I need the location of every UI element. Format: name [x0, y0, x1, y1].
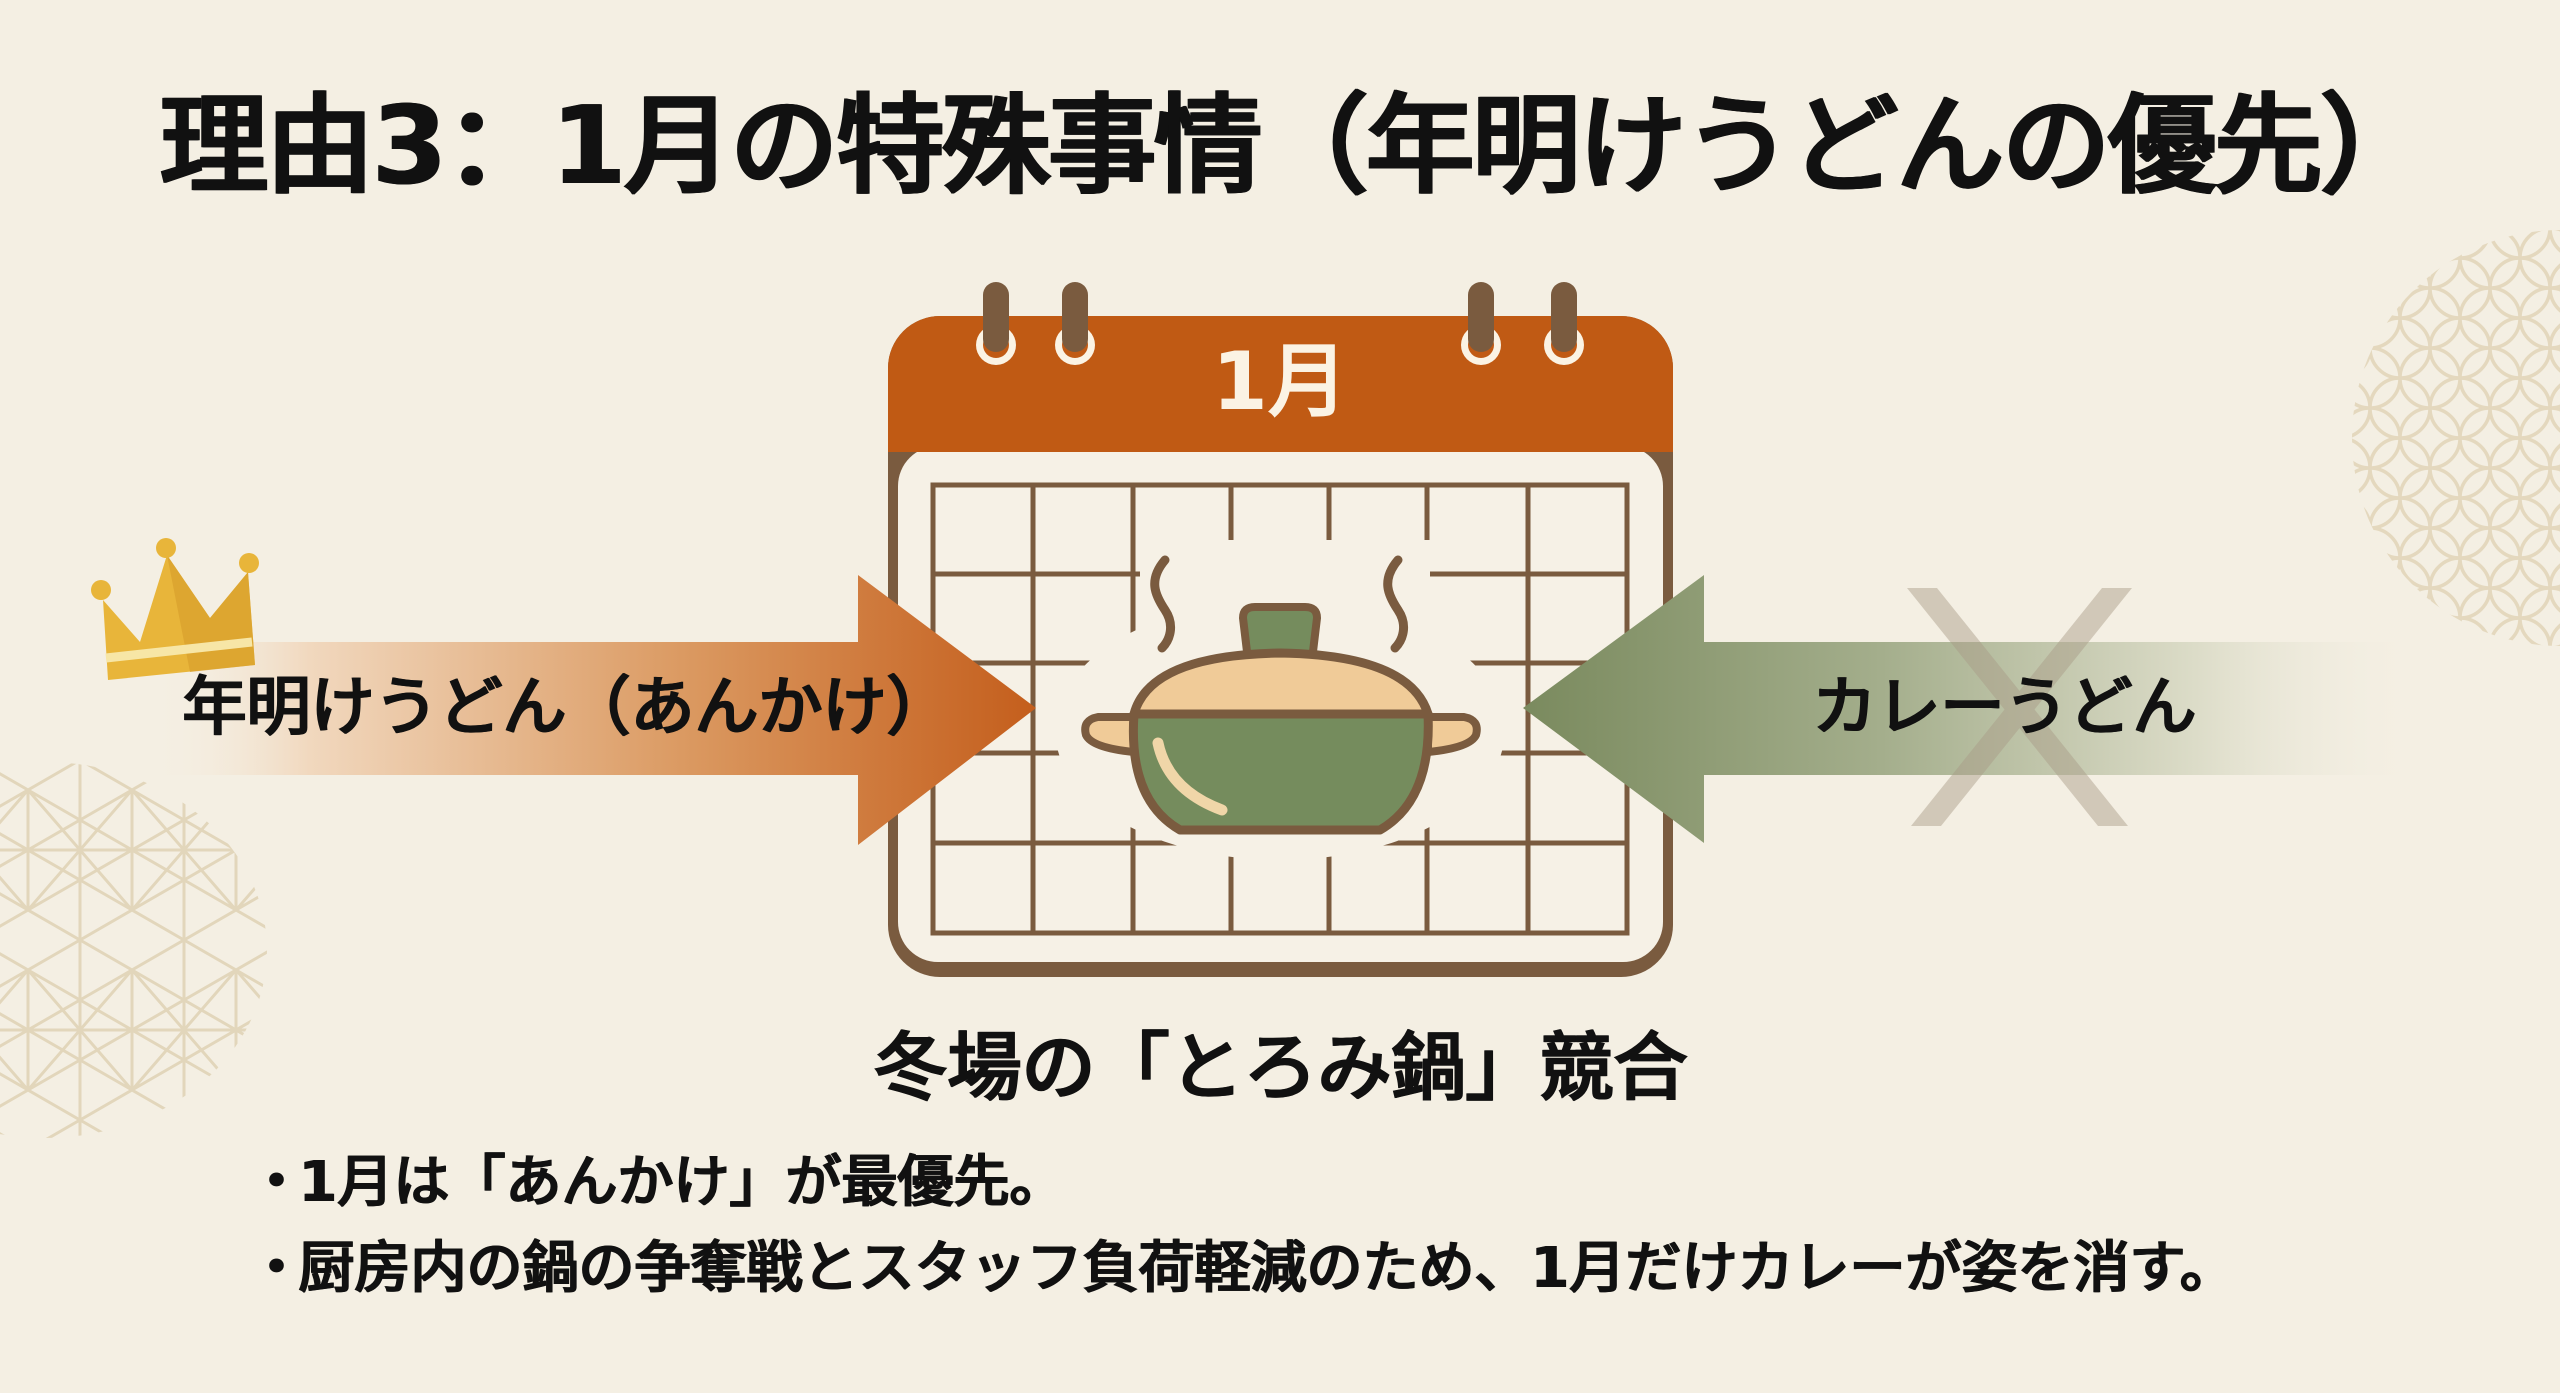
- competing-arrow-right: [1523, 575, 2420, 843]
- shippo-pattern-decoration: [2352, 230, 2560, 646]
- bullet-list: ・1月は「あんかけ」が最優先。 ・厨房内の鍋の争奪戦とスタッフ負荷軽減のため、1…: [248, 1140, 2235, 1312]
- cross-mark-icon: [1907, 588, 2132, 826]
- bullet-text: 厨房内の鍋の争奪戦とスタッフ負荷軽減のため、1月だけカレーが姿を消す。: [298, 1236, 2236, 1301]
- priority-arrow-left: [150, 575, 1036, 845]
- bullet-marker: ・: [248, 1150, 304, 1215]
- calendar-rings: [976, 282, 1584, 365]
- crown-icon: [91, 538, 259, 680]
- toshiake-udon-label: 年明けうどん（あんかけ）: [182, 671, 950, 745]
- asanoha-pattern-decoration: [0, 762, 267, 1138]
- bullet-marker: ・: [248, 1236, 304, 1301]
- calendar-month-label: 1月: [1212, 335, 1348, 428]
- bullet-item: ・1月は「あんかけ」が最優先。: [248, 1140, 2235, 1226]
- diagram-caption: 冬場の「とろみ鍋」競合: [873, 1025, 1687, 1111]
- bullet-item: ・厨房内の鍋の争奪戦とスタッフ負荷軽減のため、1月だけカレーが姿を消す。: [248, 1226, 2235, 1312]
- steaming-pot-icon: [1055, 540, 1505, 860]
- curry-udon-label: カレーうどん: [1812, 671, 2196, 745]
- bullet-text: 1月は「あんかけ」が最優先。: [298, 1150, 1065, 1215]
- diagram-canvas: [91, 282, 2420, 977]
- slide-title: 理由3：1月の特殊事情（年明けうどんの優先）: [160, 84, 2428, 209]
